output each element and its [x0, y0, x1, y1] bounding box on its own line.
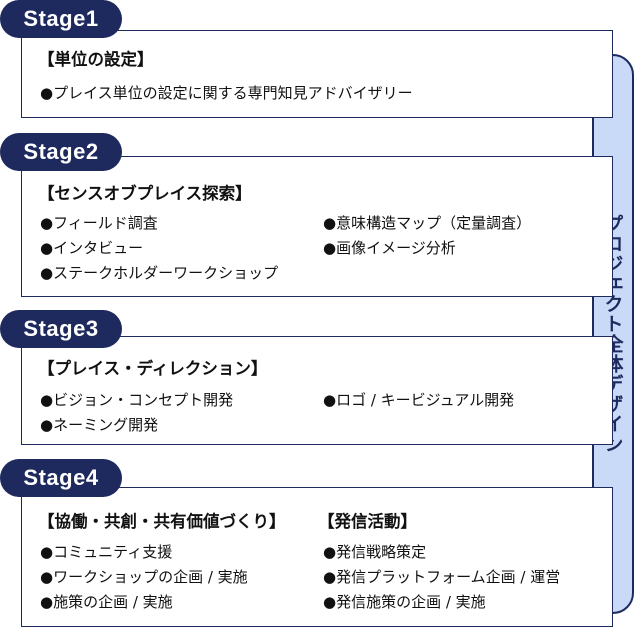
stage4-item: ●ワークショップの企画 / 実施 — [40, 568, 248, 586]
stage4-item: ●発信プラットフォーム企画 / 運営 — [323, 568, 561, 586]
stage4-pill: Stage4 — [0, 459, 122, 497]
stage4-item: ●施策の企画 / 実施 — [40, 593, 173, 611]
stage4-item: ●発信戦略策定 — [323, 543, 427, 561]
stage2-item: ●ステークホルダーワークショップ — [40, 264, 279, 282]
stage2-item: ●インタビュー — [40, 239, 144, 257]
stage1-box — [21, 30, 613, 118]
stage3-box — [21, 336, 613, 445]
stage1-heading: 【単位の設定】 — [38, 50, 154, 69]
stage3-heading: 【プレイス・ディレクション】 — [38, 359, 268, 378]
stage2-pill: Stage2 — [0, 133, 122, 171]
stage4-box — [21, 487, 613, 627]
stage4-item: ●発信施策の企画 / 実施 — [323, 593, 486, 611]
stage3-item: ●ネーミング開発 — [40, 416, 159, 434]
stage1-item: ●プレイス単位の設定に関する専門知見アドバイザリー — [40, 84, 413, 102]
stage1-pill: Stage1 — [0, 0, 122, 38]
stage3-item: ●ロゴ / キービジュアル開発 — [323, 391, 515, 409]
stage2-heading: 【センスオブプレイス探索】 — [38, 184, 252, 203]
stage4-heading-left: 【協働・共創・共有価値づくり】 — [38, 512, 286, 531]
stage2-item: ●画像イメージ分析 — [323, 239, 456, 257]
stage3-pill: Stage3 — [0, 310, 122, 348]
stage4-heading-right: 【発信活動】 — [318, 512, 417, 531]
stage2-box — [21, 156, 613, 297]
stage2-item: ●フィールド調査 — [40, 214, 158, 232]
stage4-item: ●コミュニティ支援 — [40, 543, 173, 561]
stage3-item: ●ビジョン・コンセプト開発 — [40, 391, 234, 409]
stage2-item: ●意味構造マップ（定量調査） — [323, 214, 532, 232]
